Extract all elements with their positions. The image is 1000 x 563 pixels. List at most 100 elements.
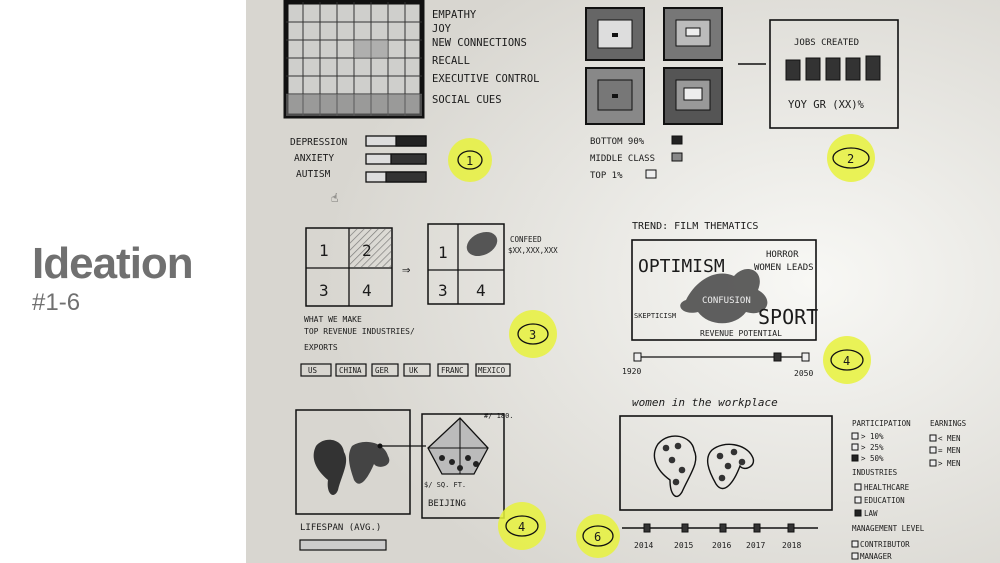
legend-item: SOCIAL CUES — [432, 94, 502, 106]
theme-word: HORROR — [766, 250, 799, 260]
checkbox[interactable] — [851, 443, 859, 451]
checkbox[interactable] — [854, 496, 862, 504]
year-label: 2015 — [674, 541, 693, 550]
legend-item: EXECUTIVE CONTROL — [432, 73, 539, 85]
theme-word: OPTIMISM — [638, 256, 725, 277]
note-line: CONFEED — [510, 235, 542, 244]
sketch-6-women-workplace: women in the workplace 2014 2015 2016 20… — [576, 396, 967, 561]
number-highlight — [823, 336, 871, 384]
city-label: BEIJING — [428, 499, 466, 509]
sketch-3-grid-comparison: 1 2 3 4 ⇒ 1 3 4 CONFEED $XX,XXX,XXX WHAT… — [300, 223, 558, 377]
slide-subtitle: #1-6 — [32, 289, 81, 316]
map-title: women in the workplace — [632, 396, 778, 409]
revenue-label: REVENUE POTENTIAL — [700, 329, 782, 338]
number-highlight — [509, 310, 557, 358]
price-label: $/ SQ. FT. — [424, 481, 466, 489]
caption-line: EXPORTS — [304, 343, 338, 352]
timeline-start-label: 1920 — [622, 367, 641, 376]
legend-item: NEW CONNECTIONS — [432, 37, 527, 49]
grid-cell: 4 — [476, 281, 486, 300]
filter-option[interactable]: HEALTHCARE — [864, 483, 910, 492]
condition-label: ANXIETY — [294, 153, 334, 164]
country-button[interactable]: FRANC — [441, 366, 464, 375]
checkbox[interactable] — [929, 446, 937, 454]
grid-cell: 3 — [319, 281, 329, 300]
slider-handle-end[interactable] — [801, 352, 810, 362]
jobs-panel — [769, 19, 899, 129]
year-label: 2017 — [746, 541, 765, 550]
sketch-number: 4 — [518, 520, 525, 534]
grid-cell: 1 — [438, 243, 448, 262]
filter-option[interactable]: > 25% — [861, 443, 884, 452]
checkbox[interactable] — [929, 459, 937, 467]
checkbox[interactable] — [929, 434, 937, 442]
year-label: 2016 — [712, 541, 731, 550]
corner-label: #/ 180. — [484, 412, 514, 420]
condition-label: AUTISM — [296, 169, 331, 180]
filter-option[interactable]: > 50% — [861, 454, 884, 463]
slide-title: Ideation — [32, 239, 194, 288]
number-highlight — [498, 502, 546, 550]
sketch-2-treemap: JOBS CREATED YOY GR (XX)% BOTTOM 90% MID… — [585, 7, 899, 182]
number-highlight — [448, 138, 492, 182]
theme-word: SKEPTICISM — [634, 312, 676, 320]
number-highlight — [827, 134, 875, 182]
filter-option[interactable]: > MEN — [938, 459, 961, 468]
industries-label: INDUSTRIES — [852, 468, 898, 477]
earnings-label: EARNINGS — [930, 419, 967, 428]
note-line: $XX,XXX,XXX — [508, 246, 558, 255]
checkbox[interactable] — [851, 432, 859, 440]
sketch-number: 1 — [466, 154, 473, 168]
yoy-label: YOY GR (XX)% — [788, 99, 865, 111]
hand-cursor-icon: ☝ — [331, 191, 338, 205]
filter-option[interactable]: < MEN — [938, 434, 961, 443]
lifespan-bar — [299, 539, 387, 551]
filter-option[interactable]: = MEN — [938, 446, 961, 455]
lifespan-label: LIFESPAN (AVG.) — [300, 523, 381, 533]
grid-cell: 3 — [438, 281, 448, 300]
filter-option[interactable]: LAW — [864, 509, 878, 518]
sketch-number: 6 — [594, 530, 601, 544]
legend-item: BOTTOM 90% — [590, 137, 645, 147]
checkbox[interactable] — [851, 552, 859, 560]
legend-item: TOP 1% — [590, 171, 623, 181]
grid-cell: 2 — [362, 241, 372, 260]
year-label: 2014 — [634, 541, 653, 550]
legend-item: JOY — [432, 23, 452, 35]
number-highlight — [576, 514, 620, 558]
filter-option[interactable]: EDUCATION — [864, 496, 905, 505]
filter-option[interactable]: > 10% — [861, 432, 884, 441]
sketch-number: 4 — [843, 354, 850, 368]
caption-line: WHAT WE MAKE — [304, 315, 362, 324]
management-label: MANAGEMENT LEVEL — [852, 524, 925, 533]
country-button[interactable]: MEXICO — [478, 366, 506, 375]
checkbox[interactable] — [854, 483, 862, 491]
slider-handle[interactable] — [773, 352, 782, 362]
jobs-title: JOBS CREATED — [794, 38, 859, 48]
theme-word: SPORT — [758, 305, 818, 329]
condition-label: DEPRESSION — [290, 137, 347, 148]
checkbox-checked[interactable] — [854, 509, 862, 517]
checkbox-checked[interactable] — [851, 454, 859, 462]
leaf-icon — [466, 231, 498, 257]
theme-word: WOMEN LEADS — [754, 263, 814, 273]
sketch-1-heatmap: EMPATHY JOY NEW CONNECTIONS RECALL EXECU… — [283, 0, 539, 205]
filter-option[interactable]: MANAGER — [860, 552, 892, 561]
legend-item: EMPATHY — [432, 9, 477, 21]
slider-handle-start[interactable] — [633, 352, 642, 362]
timeline-end-label: 2050 — [794, 369, 813, 378]
slide-title-block: Ideation #1-6 — [32, 242, 232, 316]
country-button[interactable]: GER — [375, 366, 389, 375]
grid-cell: 1 — [319, 241, 329, 260]
caption-line: TOP REVENUE INDUSTRIES/ — [304, 327, 415, 336]
legend-item: MIDDLE CLASS — [590, 154, 655, 164]
checkbox[interactable] — [851, 540, 859, 548]
theme-word: CONFUSION — [702, 296, 751, 306]
year-label: 2018 — [782, 541, 801, 550]
country-button[interactable]: UK — [409, 366, 419, 375]
country-button[interactable]: CHINA — [339, 366, 362, 375]
sketch-number: 3 — [529, 328, 536, 342]
country-button[interactable]: US — [308, 366, 318, 375]
filter-option[interactable]: CONTRIBUTOR — [860, 540, 910, 549]
sketch-number: 2 — [847, 152, 854, 166]
